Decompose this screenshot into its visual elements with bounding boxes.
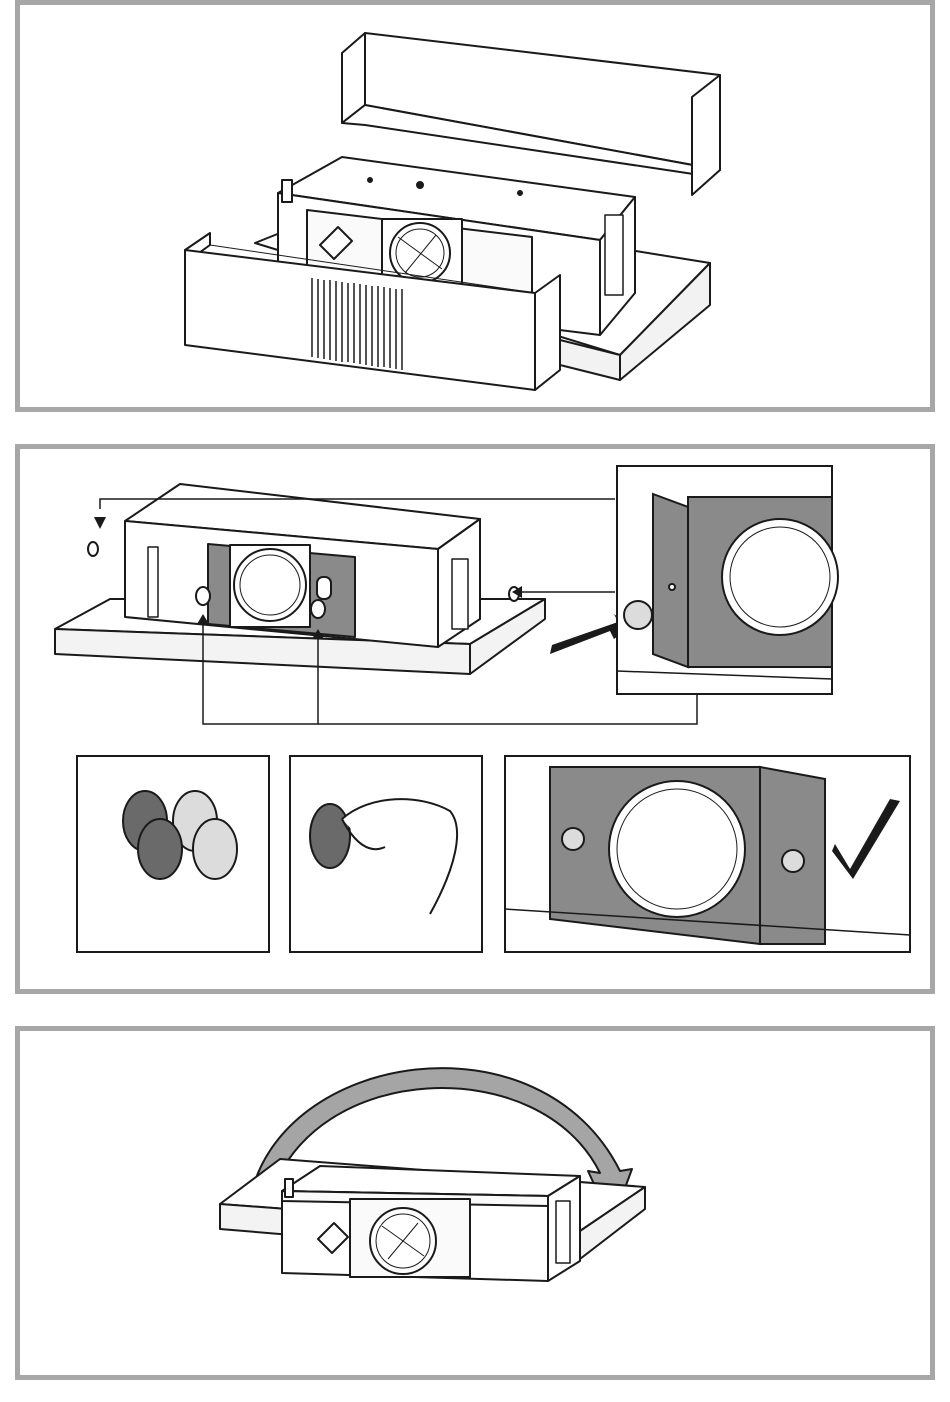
peel-cap <box>290 756 482 952</box>
motor-box <box>55 484 545 674</box>
cap-detail <box>617 466 838 694</box>
remove-covers-illustration <box>20 5 930 407</box>
motor-box <box>220 1159 645 1281</box>
cap-fitted <box>505 756 910 952</box>
step-panel-filter-caps <box>15 444 935 994</box>
rotate-box-illustration <box>20 1031 930 1375</box>
cap-set <box>77 756 269 952</box>
step-panel-rotate-box <box>15 1026 935 1380</box>
filter-caps-illustration <box>20 449 930 989</box>
step-panel-remove-covers <box>15 0 935 412</box>
